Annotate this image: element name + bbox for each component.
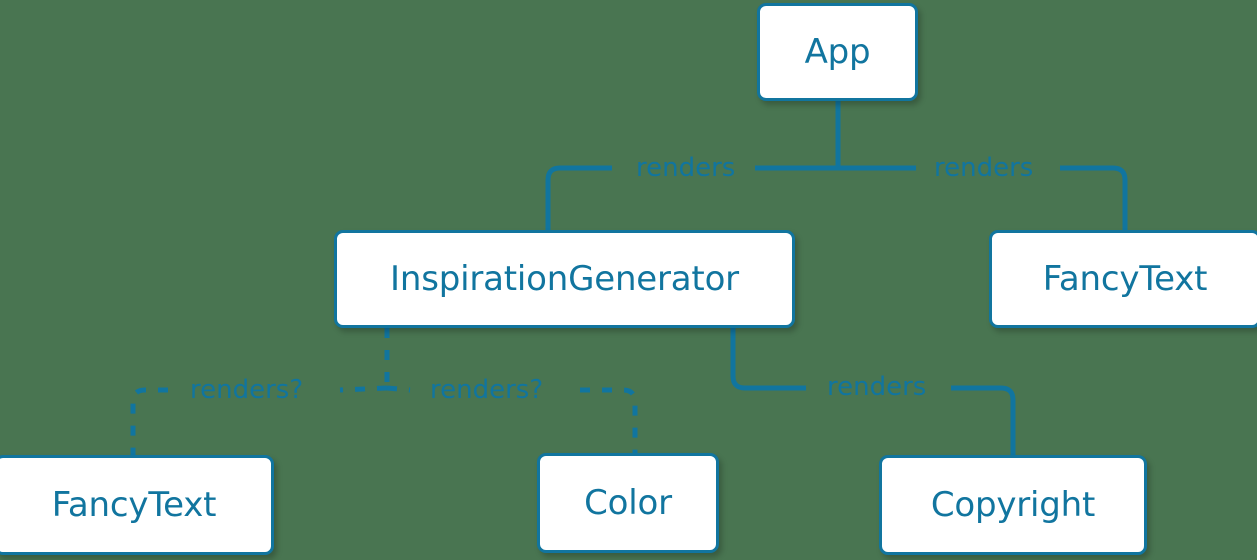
node-color[interactable]: Color xyxy=(537,453,719,553)
edge-app-to-fancytext-right-seg xyxy=(1060,165,1128,230)
node-inspirationgenerator-label: InspirationGenerator xyxy=(390,259,739,299)
edge-inspiration-to-copyright-seg1 xyxy=(730,328,806,391)
edge-inspiration-to-color-dashed xyxy=(386,385,638,453)
edge-label-app-to-fancytext: renders xyxy=(934,153,1034,183)
node-fancytext-right-label: FancyText xyxy=(1042,259,1208,299)
node-copyright[interactable]: Copyright xyxy=(879,455,1147,555)
edge-inspiration-to-fancytext-dashed xyxy=(130,385,388,455)
node-fancytext-right[interactable]: FancyText xyxy=(989,230,1257,328)
node-inspirationgenerator[interactable]: InspirationGenerator xyxy=(334,230,795,328)
edge-label-inspirationgenerator-to-color: renders? xyxy=(430,375,544,405)
node-app-label: App xyxy=(804,32,871,72)
edge-inspiration-to-copyright-seg2 xyxy=(951,385,1016,455)
node-app[interactable]: App xyxy=(757,3,918,101)
node-fancytext-bottom-label: FancyText xyxy=(51,485,217,525)
node-copyright-label: Copyright xyxy=(930,485,1096,525)
node-color-label: Color xyxy=(584,483,672,523)
edge-label-app-to-inspirationgenerator: renders xyxy=(636,153,736,183)
edge-label-inspirationgenerator-to-fancytext: renders? xyxy=(190,375,304,405)
edge-app-to-inspirationgenerator-left-seg xyxy=(545,165,612,230)
edge-label-inspirationgenerator-to-copyright: renders xyxy=(827,372,927,402)
node-fancytext-bottom[interactable]: FancyText xyxy=(0,455,274,555)
